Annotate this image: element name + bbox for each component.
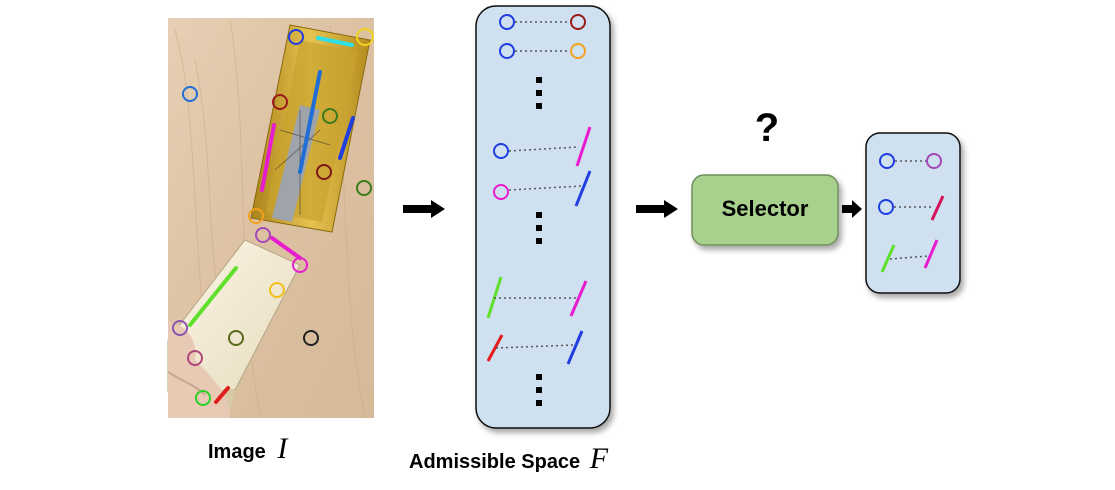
- admissible-space-symbol: F: [589, 442, 609, 475]
- selected-features-panel: [865, 132, 961, 294]
- admissible-space-text: Admissible Space: [409, 451, 581, 473]
- right-arrow-icon: [842, 200, 862, 218]
- photo-line-features: [188, 36, 355, 404]
- image-label-text: Image: [208, 441, 266, 463]
- image-label: Image I: [208, 432, 287, 466]
- photo-point-features: [172, 28, 374, 406]
- image-symbol: I: [277, 432, 288, 465]
- vertical-dots-icon: [536, 374, 542, 406]
- right-arrow-icon: [636, 200, 678, 218]
- vertical-dots-icon: [536, 77, 542, 109]
- selector-node: [691, 174, 839, 246]
- point-line-pair: [878, 195, 945, 221]
- arrows: [403, 200, 862, 218]
- admissible-space-panel: [475, 5, 611, 429]
- point-point-pair: [499, 43, 586, 59]
- point-point-pair: [879, 153, 942, 169]
- point-line-pair: [493, 126, 592, 167]
- point-line-pair: [493, 170, 592, 207]
- input-photo: [167, 18, 374, 418]
- selector-label: Selector: [721, 196, 809, 221]
- vertical-dots-icon: [536, 212, 542, 244]
- admissible-space-label: Admissible Space F: [409, 442, 608, 476]
- question-mark: ?: [754, 106, 780, 150]
- line-line-pair: [486, 330, 584, 365]
- point-point-pair: [499, 14, 586, 30]
- line-line-pair: [486, 276, 588, 319]
- line-line-pair: [880, 239, 939, 273]
- right-arrow-icon: [403, 200, 445, 218]
- hand: [167, 322, 230, 418]
